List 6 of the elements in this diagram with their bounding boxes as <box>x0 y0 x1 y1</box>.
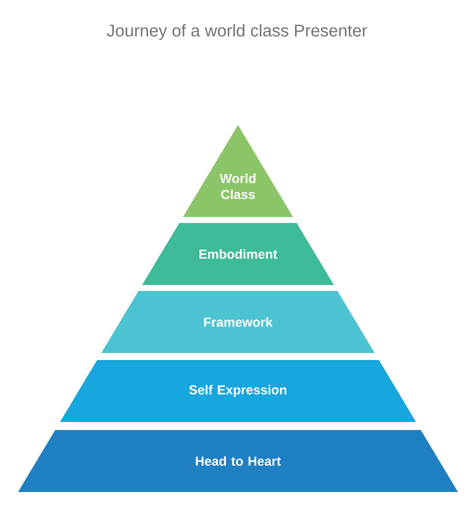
pyramid-tier: Framework <box>101 291 375 353</box>
pyramid-tier: Self Expression <box>60 360 416 422</box>
title: Journey of a world class Presenter <box>106 24 368 40</box>
pyramid-tier: Head to Heart <box>18 430 458 492</box>
pyramid-tier: Embodiment <box>142 223 334 285</box>
pyramid-tier: World Class <box>182 125 294 217</box>
